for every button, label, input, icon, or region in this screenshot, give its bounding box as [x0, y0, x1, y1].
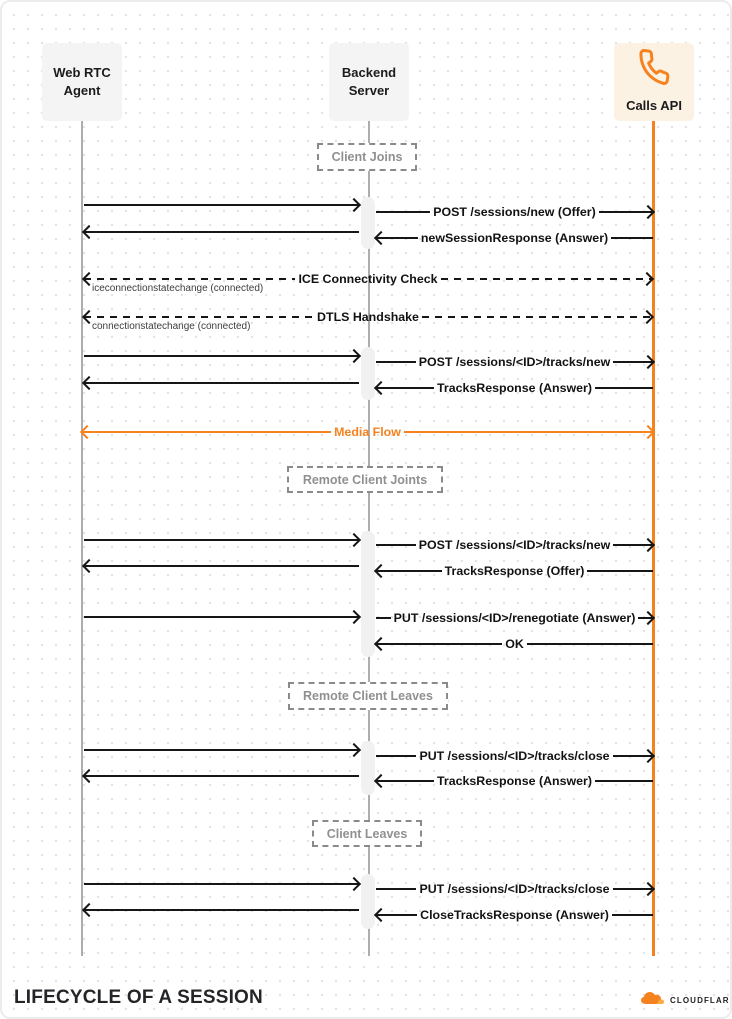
message-post-sessions-new: POST /sessions/new (Offer): [376, 204, 656, 219]
actor-backend-server: Backend Server: [329, 43, 409, 121]
message-tracks-response-offer: TracksResponse (Offer): [373, 563, 654, 578]
phase-client-leaves: Client Leaves: [312, 820, 422, 847]
message-label: PUT /sessions/<ID>/tracks/close: [419, 749, 610, 763]
arrow-webrtc-to-backend: [84, 348, 362, 363]
lifeline-calls-api: [652, 121, 655, 956]
actor-webrtc-agent-label-line2: Agent: [63, 83, 101, 98]
arrow-backend-to-webrtc: [81, 558, 359, 573]
actor-calls-api-label: Calls API: [626, 97, 682, 113]
message-put-tracks-close: PUT /sessions/<ID>/tracks/close: [376, 881, 656, 896]
message-label: POST /sessions/<ID>/tracks/new: [418, 538, 611, 552]
cloudflare-logo: CLOUDFLARE: [640, 990, 732, 1010]
arrow-backend-to-webrtc: [81, 224, 359, 239]
message-label: ICE Connectivity Check: [298, 272, 438, 286]
arrow-webrtc-to-backend: [84, 532, 362, 547]
message-label: newSessionResponse (Answer): [420, 231, 609, 245]
message-label: PUT /sessions/<ID>/renegotiate (Answer): [393, 611, 636, 625]
message-tracks-response-answer: TracksResponse (Answer): [373, 380, 654, 395]
message-label: CloseTracksResponse (Answer): [420, 908, 609, 922]
message-label: POST /sessions/new (Offer): [433, 205, 596, 219]
phase-client-leaves-label: Client Leaves: [326, 826, 408, 841]
message-media-flow: Media Flow: [79, 424, 656, 439]
page-title: LIFECYCLE OF A SESSION: [14, 987, 263, 1008]
message-label: TracksResponse (Answer): [437, 774, 592, 788]
arrow-webrtc-to-backend: [84, 742, 362, 757]
actor-webrtc-agent-label-line1: Web RTC: [53, 64, 111, 80]
phase-remote-client-joins-label: Remote Client Joints: [302, 472, 428, 487]
phase-client-joins-label: Client Joins: [331, 150, 403, 164]
message-label: TracksResponse (Offer): [444, 564, 585, 578]
message-label: POST /sessions/<ID>/tracks/new: [418, 355, 611, 369]
message-new-session-response: newSessionResponse (Answer): [373, 230, 654, 245]
arrow-webrtc-to-backend: [84, 609, 362, 624]
activation-bar: [361, 741, 375, 795]
arrow-backend-to-webrtc: [81, 768, 359, 783]
message-ok: OK: [373, 636, 653, 651]
lifeline-webrtc-agent: [81, 121, 83, 956]
message-close-tracks-response: CloseTracksResponse (Answer): [373, 907, 653, 922]
activation-bar: [361, 531, 375, 657]
message-label: Media Flow: [334, 425, 401, 439]
phase-remote-client-leaves-label: Remote Client Leaves: [303, 689, 433, 703]
activation-bar: [361, 347, 375, 400]
cloudflare-wordmark: CLOUDFLARE: [670, 995, 732, 1005]
phase-client-joins: Client Joins: [317, 143, 417, 171]
note-ice-connection-state: iceconnectionstatechange (connected): [92, 283, 264, 294]
actor-webrtc-agent: Web RTC Agent: [42, 43, 122, 121]
note-connection-state: connectionstatechange (connected): [92, 321, 251, 332]
message-put-renegotiate: PUT /sessions/<ID>/renegotiate (Answer): [376, 610, 656, 625]
message-ice-connectivity-check: ICE Connectivity Check: [81, 271, 655, 286]
arrow-backend-to-webrtc: [81, 902, 359, 917]
message-dtls-handshake: DTLS Handshake: [81, 309, 655, 324]
phone-icon: [636, 49, 672, 90]
arrow-webrtc-to-backend: [84, 876, 362, 891]
message-post-tracks-new: POST /sessions/<ID>/tracks/new: [376, 537, 656, 552]
activation-bar: [361, 874, 375, 929]
phase-remote-client-joins: Remote Client Joints: [287, 466, 443, 493]
phase-remote-client-leaves: Remote Client Leaves: [288, 682, 448, 710]
activation-bar: [361, 197, 375, 249]
arrow-webrtc-to-backend: [84, 197, 362, 212]
actor-backend-server-label-line2: Server: [348, 83, 390, 98]
message-tracks-response-answer: TracksResponse (Answer): [373, 773, 654, 788]
cloudflare-cloud-icon: [640, 990, 666, 1010]
message-label: TracksResponse (Answer): [437, 381, 592, 395]
message-label: PUT /sessions/<ID>/tracks/close: [419, 882, 610, 896]
actor-backend-server-label-line1: Backend: [341, 64, 397, 80]
arrow-backend-to-webrtc: [81, 375, 359, 390]
message-put-tracks-close: PUT /sessions/<ID>/tracks/close: [376, 748, 656, 763]
actor-calls-api: Calls API: [614, 43, 694, 121]
message-post-tracks-new: POST /sessions/<ID>/tracks/new: [376, 354, 656, 369]
message-label: OK: [505, 637, 524, 651]
message-label: DTLS Handshake: [317, 310, 419, 324]
